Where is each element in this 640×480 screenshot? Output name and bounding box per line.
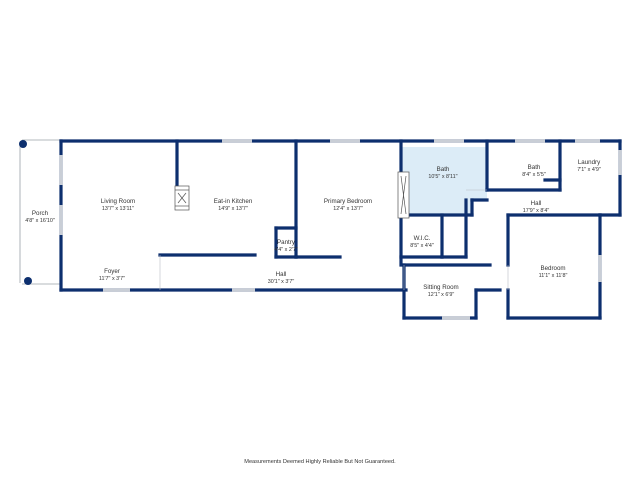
primary-bedroom-dims: 12'4" x 13'7" (333, 206, 363, 212)
fireplace-icon (174, 185, 190, 211)
bath-2-label: Bath (528, 164, 541, 171)
bathtub-icon (397, 171, 410, 219)
porch-label: Porch (32, 210, 49, 217)
bath-1-floor (401, 147, 487, 215)
eat-in-kitchen-label: Eat-in Kitchen (214, 198, 253, 205)
wic-dims: 8'5" x 4'4" (410, 243, 434, 249)
disclaimer-text: Measurements Deemed Highly Reliable But … (244, 459, 396, 465)
bedroom-label: Bedroom (540, 265, 565, 272)
laundry-label: Laundry (578, 159, 601, 166)
hall-right-dims: 17'9" x 8'4" (523, 208, 550, 214)
bath-1-dims: 10'5" x 8'11" (428, 174, 457, 180)
pantry-label: Pantry (277, 239, 296, 246)
hall-right-label: Hall (531, 200, 542, 207)
hall-main-dims: 30'1" x 3'7" (268, 279, 295, 285)
bath-2-dims: 8'4" x 5'5" (522, 172, 546, 178)
living-room-dims: 13'7" x 13'11" (102, 206, 134, 212)
hall-main-label: Hall (276, 271, 287, 278)
windows (59, 139, 622, 320)
foyer-dims: 11'7" x 3'7" (99, 276, 125, 282)
eat-in-kitchen-dims: 14'9" x 13'7" (218, 206, 248, 212)
room-labels: Porch 4'8" x 16'10" Living Room 13'7" x … (25, 159, 601, 298)
laundry-dims: 7'1" x 4'9" (577, 167, 601, 173)
wic-label: W.I.C. (414, 235, 431, 242)
door-markers (159, 189, 509, 290)
porch-dims: 4'8" x 16'10" (25, 218, 55, 224)
bedroom-dims: 11'1" x 11'8" (539, 273, 568, 279)
foyer-label: Foyer (104, 268, 120, 275)
living-room-label: Living Room (101, 198, 135, 205)
porch-post-top (19, 140, 27, 148)
pantry-dims: 4'4" x 2'7" (274, 247, 298, 253)
primary-bedroom-label: Primary Bedroom (324, 198, 372, 205)
sitting-room-dims: 12'1" x 6'9" (428, 292, 455, 298)
porch-post-bottom (24, 277, 32, 285)
sitting-room-label: Sitting Room (423, 284, 458, 291)
bath-1-label: Bath (437, 166, 450, 173)
